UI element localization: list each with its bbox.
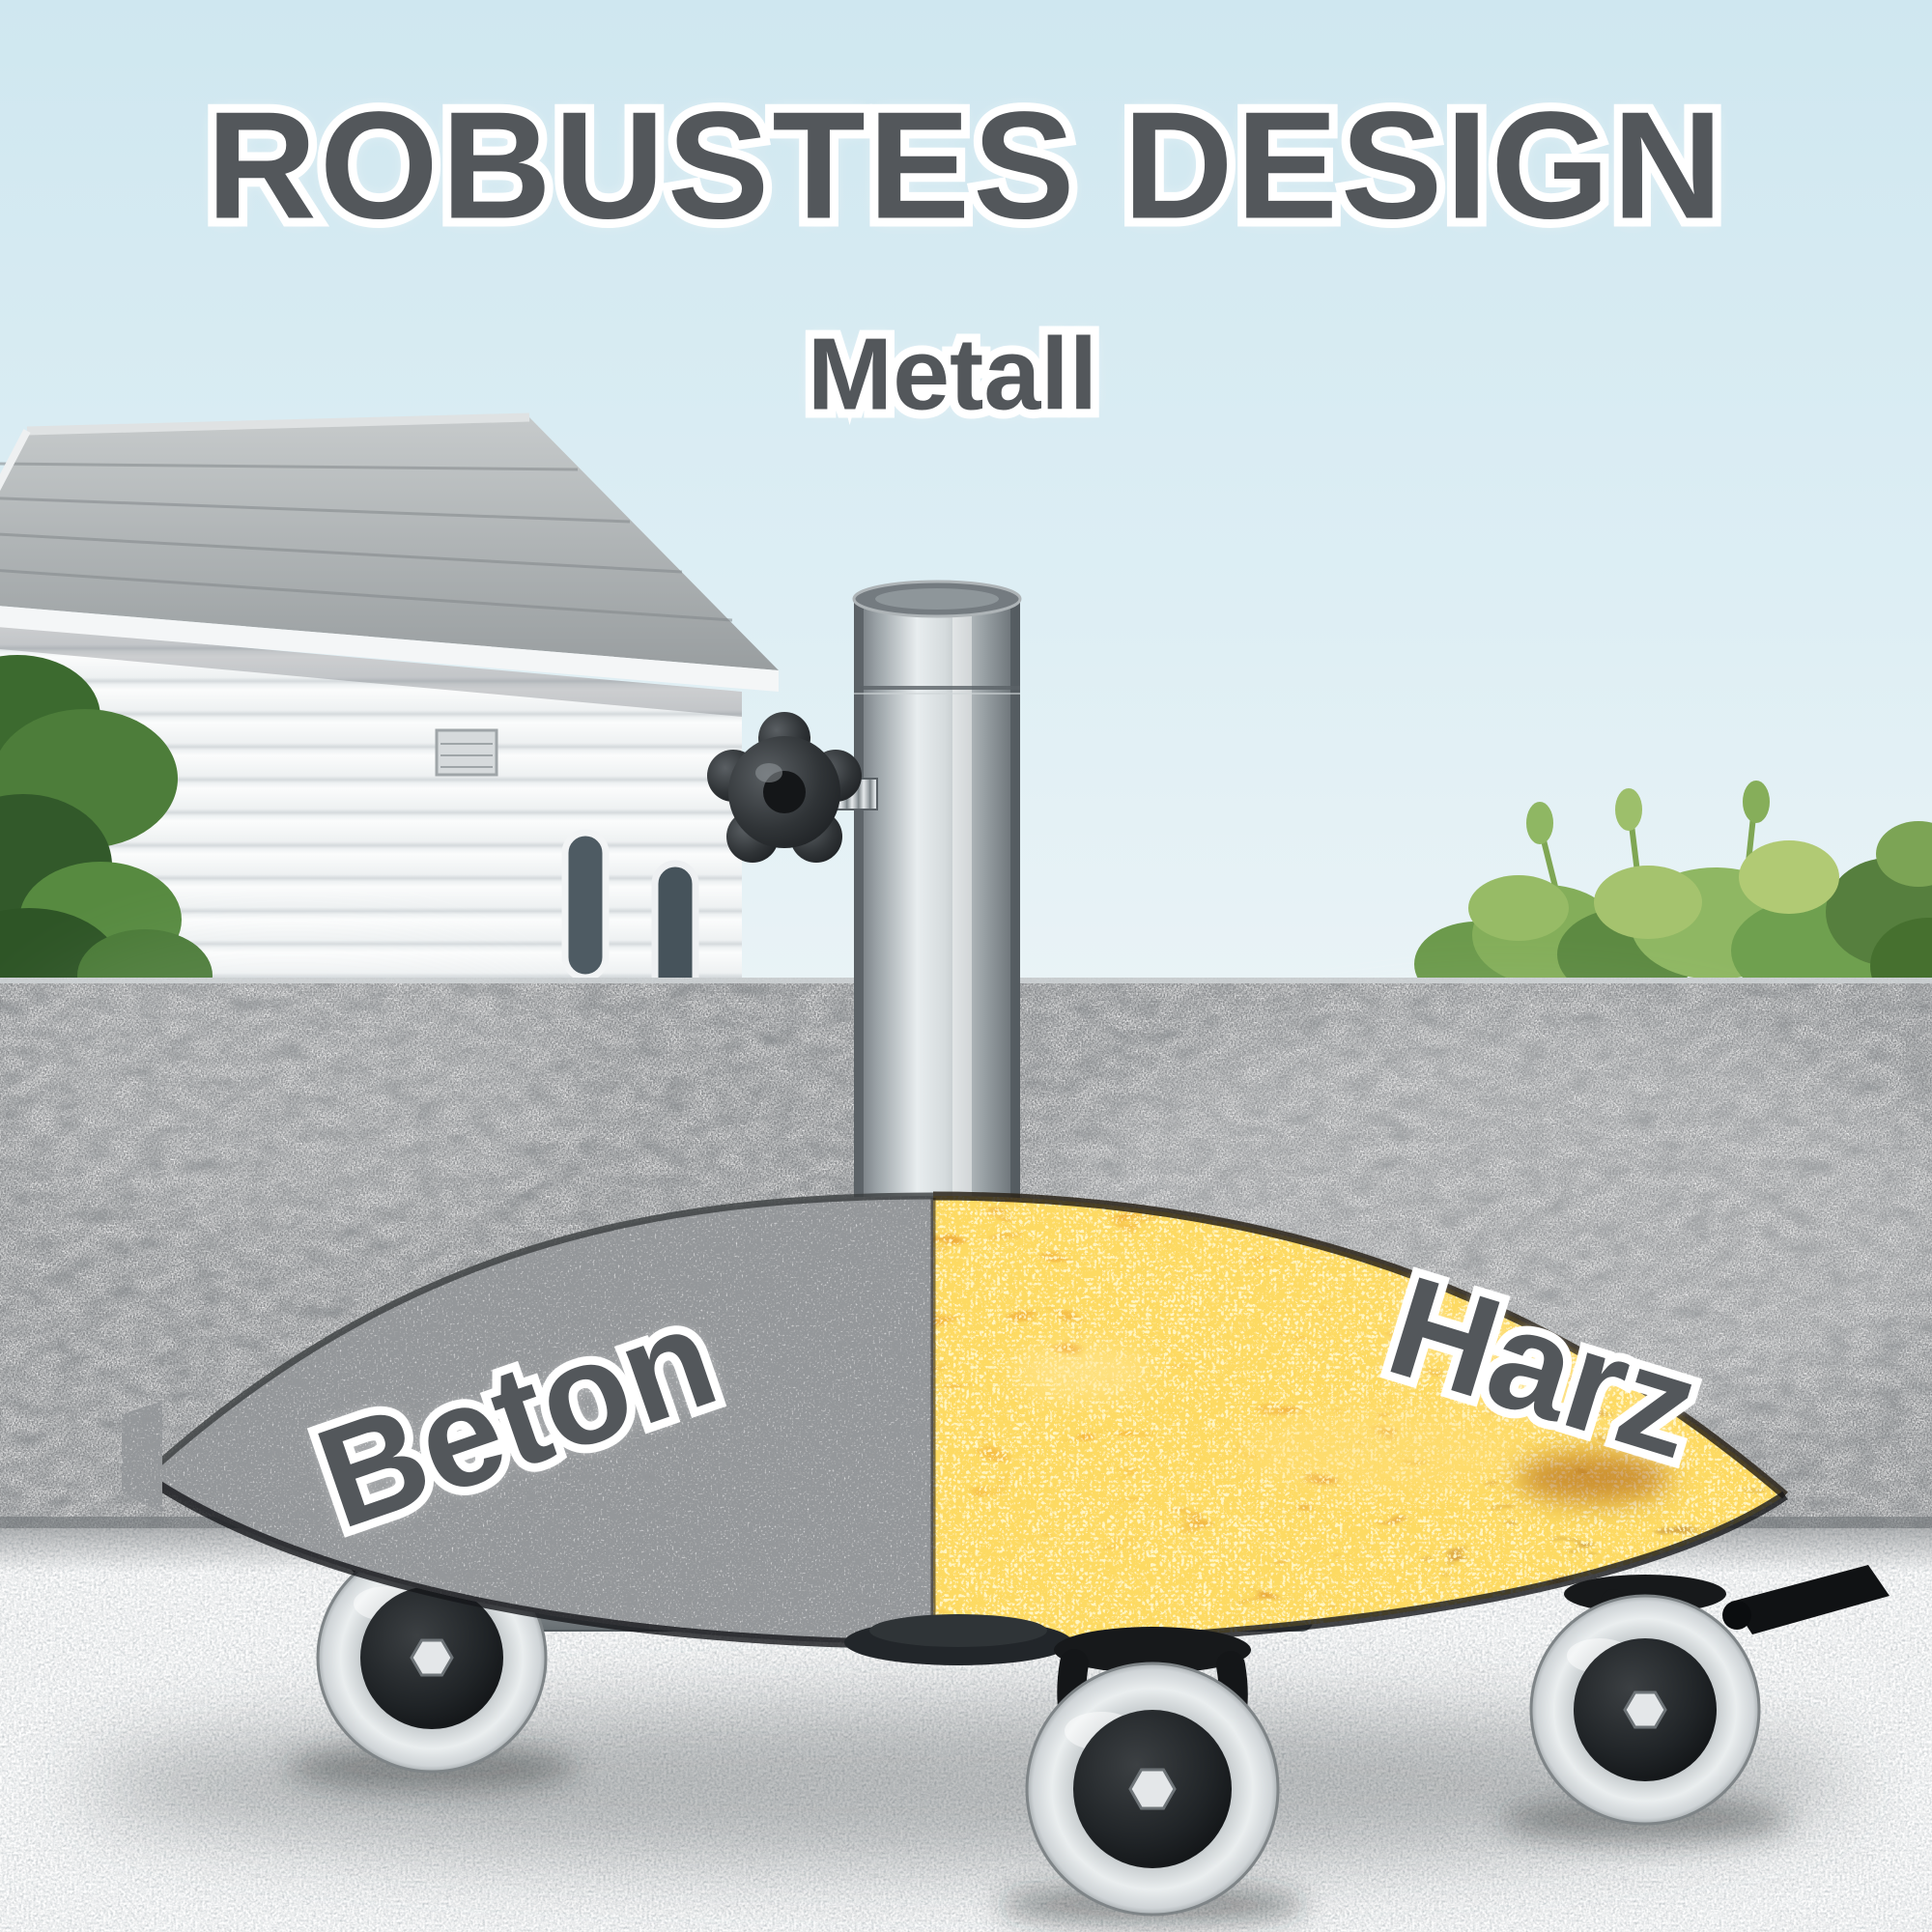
brake-pivot <box>1722 1601 1751 1630</box>
house-window <box>561 829 610 981</box>
roof-ridge <box>26 412 530 436</box>
swivel-mount-top <box>869 1614 1047 1647</box>
house-roof <box>0 417 779 670</box>
house <box>0 412 779 1012</box>
wall-light-patch <box>0 927 580 1236</box>
pole <box>852 580 1022 1275</box>
pole-cap-inner <box>875 588 999 610</box>
pole-tube <box>854 599 1020 1275</box>
brake-lever <box>1731 1565 1889 1634</box>
house-vent <box>435 728 498 777</box>
wheel-hex-bolt <box>1128 1768 1177 1810</box>
product-shadow <box>77 1702 1855 1868</box>
clamp-knob <box>707 712 878 863</box>
headline-text: ROBUSTES DESIGN <box>207 79 1726 254</box>
roof-shingle-lines <box>0 462 733 622</box>
wheel-hex-bolt <box>410 1638 454 1677</box>
pole-highlight <box>952 599 972 1275</box>
wheel-right <box>1500 1565 1889 1843</box>
roof-fascia <box>0 606 779 692</box>
label-metall: Metall <box>808 317 1098 434</box>
vent-slats <box>440 743 493 768</box>
wheel-center <box>844 1614 1307 1926</box>
pole-edge <box>854 599 864 1275</box>
pole-edge <box>1010 599 1020 1275</box>
wheel-fork-plate <box>1054 1627 1251 1673</box>
wheel-hex-bolt <box>1623 1690 1667 1729</box>
roof-rake-edge <box>0 429 31 492</box>
house-eave-shadow <box>0 626 742 717</box>
base-endcap <box>122 1401 162 1513</box>
base-top-edge-left <box>142 1192 934 1479</box>
knob-highlight <box>755 763 782 782</box>
house-wall <box>0 626 742 980</box>
